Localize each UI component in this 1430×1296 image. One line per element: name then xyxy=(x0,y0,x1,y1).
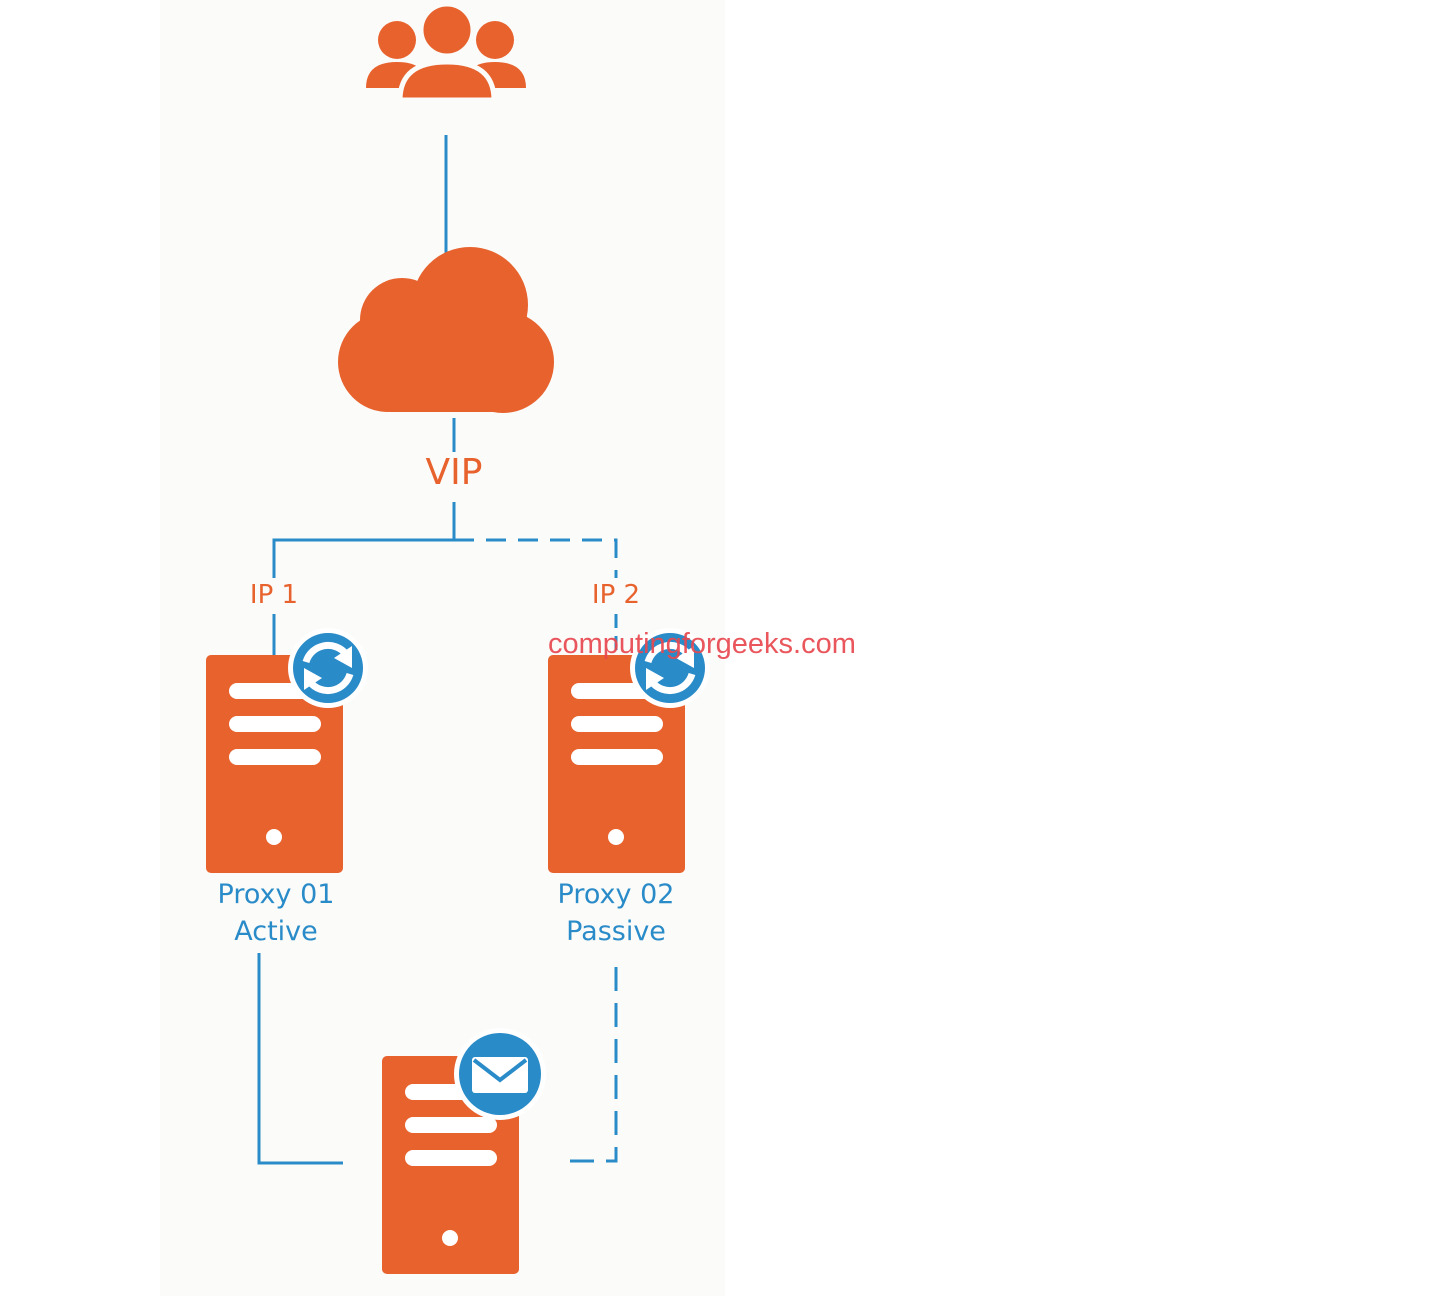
link-passive-branch xyxy=(454,538,618,578)
sync-icon xyxy=(288,628,368,708)
ip2-label: IP 2 xyxy=(591,580,641,610)
link-proxy2-mail xyxy=(558,967,618,1163)
proxy1-state: Active xyxy=(234,916,318,947)
link-proxy1-mail xyxy=(257,953,343,1165)
cloud-icon xyxy=(338,247,554,413)
ip1-label: IP 1 xyxy=(249,580,299,610)
proxy2-name: Proxy 02 xyxy=(557,879,675,910)
proxy2-state: Passive xyxy=(566,916,666,947)
sync-icon xyxy=(630,628,710,708)
link-active-branch xyxy=(272,538,454,578)
mail-icon xyxy=(454,1028,546,1120)
watermark-text: computingforgeeks.com xyxy=(548,628,856,660)
vip-label: VIP xyxy=(425,452,483,493)
proxy1-name: Proxy 01 xyxy=(217,879,335,910)
users-icon xyxy=(366,1,526,103)
